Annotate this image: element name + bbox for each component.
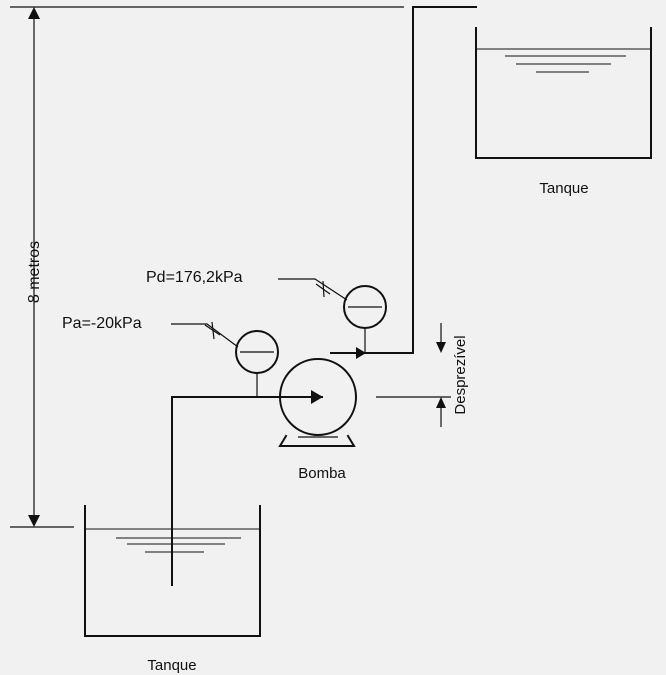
lower-tank-label: Tanque	[147, 657, 196, 674]
suction-pipe	[171, 390, 323, 586]
negligible-label: Desprezível	[452, 335, 469, 414]
suction-pressure-label: Pa=-20kPa	[62, 315, 239, 348]
height-dimension: 8 metros	[10, 6, 404, 528]
upper-tank-label: Tanque	[539, 180, 588, 197]
pump-label: Bomba	[298, 465, 346, 482]
negligible-height-dimension: Desprezível	[376, 323, 469, 427]
discharge-pressure-gauge	[343, 285, 387, 353]
discharge-pressure-label: Pd=176,2kPa	[146, 269, 348, 301]
pump: Bomba	[278, 358, 357, 482]
suction-pressure-gauge	[235, 330, 279, 397]
height-label: 8 metros	[26, 241, 43, 303]
suction-pressure-text: Pa=-20kPa	[62, 315, 142, 332]
upper-tank: Tanque	[475, 27, 652, 197]
discharge-pipe	[330, 6, 477, 359]
discharge-pressure-text: Pd=176,2kPa	[146, 269, 243, 286]
